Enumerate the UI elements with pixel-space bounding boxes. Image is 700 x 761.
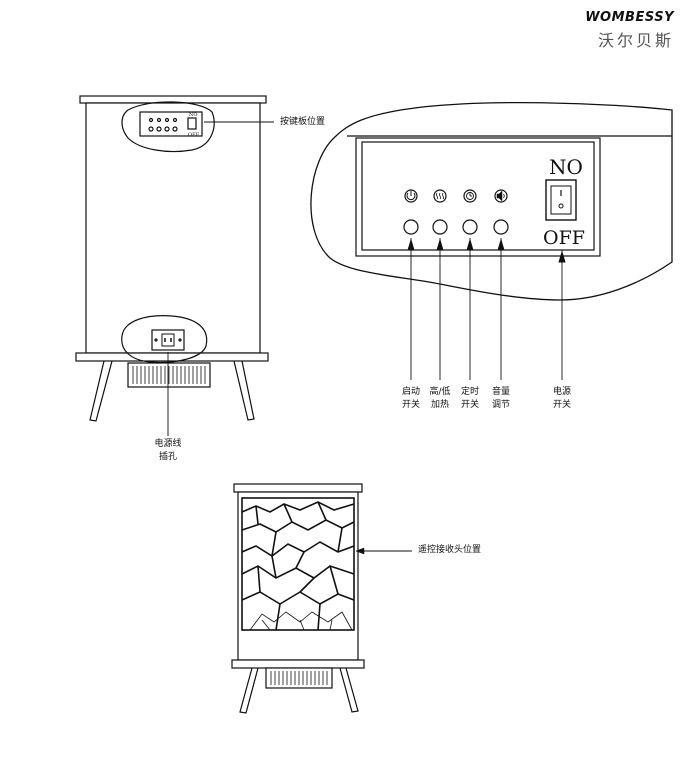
- brand-name-cn: 沃尔贝斯: [597, 31, 674, 50]
- volume-icon: [494, 189, 508, 203]
- heat-icon: [433, 189, 447, 203]
- heater-front-view: NO OFF: [75, 95, 274, 436]
- heater-flame-view: [231, 483, 412, 714]
- brand-block: WOMBESSY 沃尔贝斯: [585, 10, 674, 51]
- ac-inlet-icon: [151, 329, 185, 351]
- timer-switch-label: 定时 开关: [460, 387, 479, 410]
- mini-keypad-buttons: [148, 117, 178, 132]
- power-icon: [404, 189, 418, 203]
- fan-grille: [132, 366, 206, 384]
- stone-pattern: [241, 497, 355, 631]
- timer-button: [462, 219, 478, 235]
- volume-button: [493, 219, 509, 235]
- mini-switch-on: NO: [189, 112, 197, 118]
- timer-icon: [463, 189, 477, 203]
- remote-receiver-label: 遥控接收头位置: [418, 545, 482, 555]
- leg-left-2: [239, 667, 259, 714]
- heat-label: 高/低 加热: [429, 387, 451, 410]
- mini-rocker-switch: [187, 117, 197, 130]
- keypad-position-label: 按键板位置: [280, 117, 326, 127]
- control-panel-zoom: [310, 101, 673, 380]
- volume-label: 音量 调节: [491, 387, 510, 410]
- heat-button: [432, 219, 448, 235]
- rocker-switch-icon: [545, 179, 577, 221]
- mini-switch-off: OFF: [188, 132, 200, 138]
- leg-right: [233, 360, 255, 421]
- leader-lines: [407, 238, 566, 380]
- switch-off-label: OFF: [543, 227, 585, 249]
- log-bed: [249, 611, 353, 631]
- start-switch-label: 启动 开关: [401, 387, 420, 410]
- bottom-fan-grille: [270, 671, 328, 685]
- brand-logo: WOMBESSY: [585, 10, 674, 25]
- leg-left: [89, 360, 113, 422]
- start-button: [403, 219, 419, 235]
- switch-on-label: NO: [549, 155, 583, 179]
- power-switch-label: 电源 开关: [552, 387, 571, 410]
- power-inlet-label: 电源线 插孔: [154, 439, 182, 462]
- leg-right-2: [339, 667, 359, 713]
